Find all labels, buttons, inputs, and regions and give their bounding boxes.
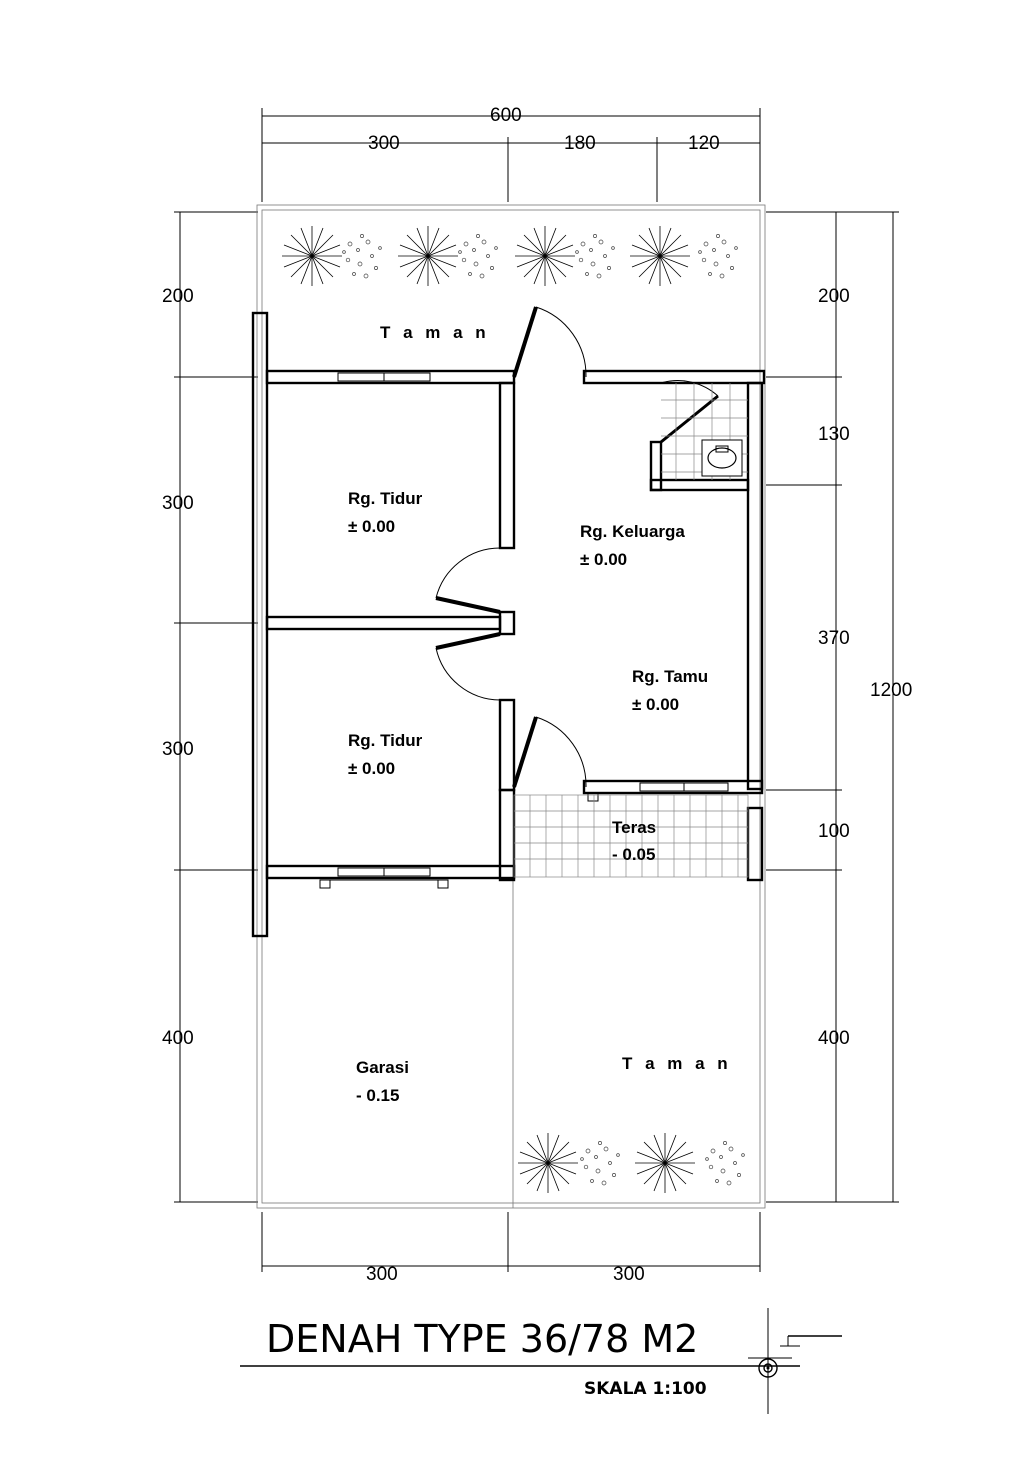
dim-top-seg-1: 300 — [368, 133, 400, 154]
dim-top-seg-2: 180 — [564, 133, 596, 154]
dim-right-5: 400 — [818, 1028, 850, 1049]
shrub-icon — [575, 234, 615, 279]
dimension-labels: 600 300 180 120 200 300 300 400 200 130 … — [162, 105, 912, 1285]
squat-toilet-icon — [701, 439, 743, 477]
label-bedroom-1-name: Rg. Tidur — [348, 489, 423, 508]
shrub-icon — [342, 234, 382, 279]
bathroom — [661, 383, 748, 480]
dim-left-1: 200 — [162, 286, 194, 307]
plant-icon — [518, 1133, 578, 1193]
dim-left-2: 300 — [162, 493, 194, 514]
windows — [319, 372, 729, 889]
dim-left-3: 300 — [162, 739, 194, 760]
label-family-room-name: Rg. Keluarga — [580, 522, 685, 541]
label-bedroom-2-level: ± 0.00 — [348, 759, 395, 778]
walls — [251, 311, 766, 938]
dim-top-seg-3: 120 — [688, 133, 720, 154]
plant-icon — [282, 226, 342, 286]
dim-top-total: 600 — [490, 105, 522, 126]
label-terrace-level: - 0.05 — [612, 845, 655, 864]
terrace-tiles — [513, 794, 749, 878]
plant-icon — [398, 226, 458, 286]
label-taman-bottom: T a m a n — [622, 1054, 732, 1073]
north-arrow-icon — [748, 1308, 842, 1414]
label-terrace-name: Teras — [612, 818, 656, 837]
dim-bottom-1: 300 — [366, 1264, 398, 1285]
plant-icon — [630, 226, 690, 286]
label-living-room-name: Rg. Tamu — [632, 667, 708, 686]
shrub-icon — [705, 1141, 745, 1186]
dim-bottom-2: 300 — [613, 1264, 645, 1285]
dimension-lines — [174, 108, 899, 1272]
label-taman-top: T a m a n — [380, 323, 490, 342]
plant-icon — [635, 1133, 695, 1193]
label-garage-level: - 0.15 — [356, 1086, 399, 1105]
shrub-icon — [458, 234, 498, 279]
dim-right-2: 130 — [818, 424, 850, 445]
doors — [435, 306, 719, 788]
label-bedroom-1-level: ± 0.00 — [348, 517, 395, 536]
drawing-title: DENAH TYPE 36/78 M2 — [266, 1317, 698, 1361]
shrub-icon — [698, 234, 738, 279]
dim-left-4: 400 — [162, 1028, 194, 1049]
dim-right-4: 100 — [818, 821, 850, 842]
label-family-room-level: ± 0.00 — [580, 550, 627, 569]
room-labels: T a m a n Rg. Tidur ± 0.00 Rg. Keluarga … — [348, 323, 732, 1105]
dim-right-3: 370 — [818, 628, 850, 649]
dim-right-1: 200 — [818, 286, 850, 307]
garden-plants-top — [282, 226, 738, 286]
label-bedroom-2-name: Rg. Tidur — [348, 731, 423, 750]
drawing-scale: SKALA 1:100 — [584, 1379, 707, 1399]
garden-plants-bottom — [518, 1133, 745, 1193]
label-garage-name: Garasi — [356, 1058, 409, 1077]
shrub-icon — [580, 1141, 620, 1186]
site-boundary — [256, 204, 766, 1209]
title-block: DENAH TYPE 36/78 M2 SKALA 1:100 — [240, 1317, 800, 1399]
dim-right-total: 1200 — [870, 680, 912, 701]
plant-icon — [515, 226, 575, 286]
label-living-room-level: ± 0.00 — [632, 695, 679, 714]
